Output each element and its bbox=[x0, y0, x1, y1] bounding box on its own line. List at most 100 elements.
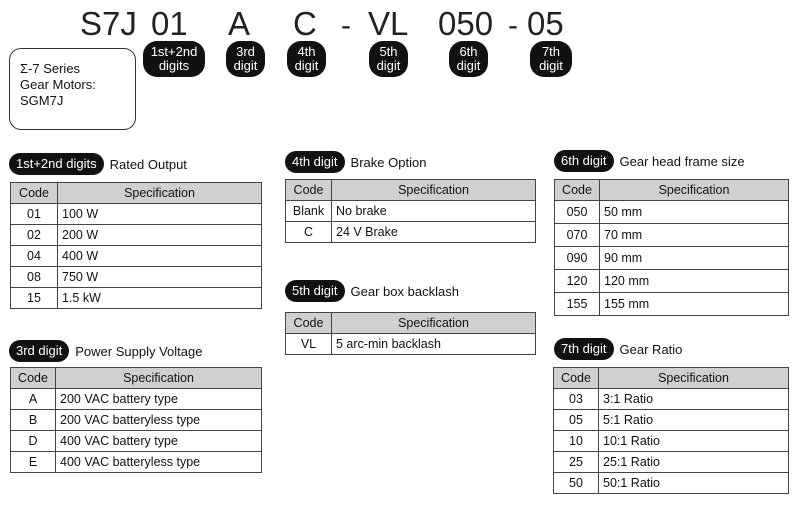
column-header-code: Code bbox=[10, 367, 56, 389]
spec-cell: 400 W bbox=[57, 245, 262, 267]
model-code-frame-size: 050 bbox=[438, 5, 494, 42]
column-header-specification: Specification bbox=[57, 182, 262, 204]
code-cell: 08 bbox=[10, 266, 58, 288]
model-code-power-supply: A bbox=[228, 5, 251, 42]
spec-cell: 90 mm bbox=[599, 246, 789, 270]
spec-cell: 100 W bbox=[57, 203, 262, 225]
spec-cell: 50 mm bbox=[599, 200, 789, 224]
spec-cell: 1.5 kW bbox=[57, 287, 262, 309]
spec-cell: 120 mm bbox=[599, 269, 789, 293]
column-header-specification: Specification bbox=[331, 179, 536, 201]
spec-cell: 200 VAC batteryless type bbox=[55, 409, 262, 431]
code-cell: 090 bbox=[554, 246, 600, 270]
spec-cell: 400 VAC batteryless type bbox=[55, 451, 262, 473]
brake-title: Brake Option bbox=[350, 154, 427, 170]
model-code-backlash: VL bbox=[368, 5, 409, 42]
spec-cell: 155 mm bbox=[599, 292, 789, 316]
model-code-dash: - bbox=[341, 9, 351, 42]
model-code-dash: - bbox=[508, 9, 518, 42]
gear-ratio-title: Gear Ratio bbox=[619, 341, 683, 357]
model-code-gear-ratio: 05 bbox=[527, 5, 564, 42]
column-header-code: Code bbox=[285, 312, 332, 334]
backlash-heading: 5th digit Gear box backlash bbox=[285, 280, 459, 302]
spec-cell: 750 W bbox=[57, 266, 262, 288]
code-cell: 50 bbox=[553, 472, 599, 494]
frame-size-tag: 6th digit bbox=[554, 150, 614, 172]
column-header-specification: Specification bbox=[598, 367, 789, 389]
table-header-row: Code Specification bbox=[10, 367, 262, 389]
code-cell: 03 bbox=[553, 388, 599, 410]
spec-cell: 24 V Brake bbox=[331, 221, 536, 243]
table-header-row: Code Specification bbox=[554, 179, 789, 201]
column-header-specification: Specification bbox=[331, 312, 536, 334]
model-code-brake: C bbox=[293, 5, 317, 42]
series-model: SGM7J bbox=[20, 93, 64, 108]
backlash-tag: 5th digit bbox=[285, 280, 345, 302]
column-header-specification: Specification bbox=[599, 179, 789, 201]
code-cell: E bbox=[10, 451, 56, 473]
code-cell: 02 bbox=[10, 224, 58, 246]
code-cell: 15 bbox=[10, 287, 58, 309]
column-header-code: Code bbox=[10, 182, 58, 204]
code-cell: C bbox=[285, 221, 332, 243]
table-header-row: Code Specification bbox=[285, 179, 536, 201]
brake-heading: 4th digit Brake Option bbox=[285, 151, 426, 173]
frame-size-heading: 6th digit Gear head frame size bbox=[554, 150, 745, 172]
code-cell: 04 bbox=[10, 245, 58, 267]
rated-output-tag: 1st+2nd digits bbox=[9, 153, 104, 175]
power-supply-title: Power Supply Voltage bbox=[75, 343, 203, 359]
column-header-specification: Specification bbox=[55, 367, 262, 389]
spec-cell: 50:1 Ratio bbox=[598, 472, 789, 494]
code-cell: 155 bbox=[554, 292, 600, 316]
brake-tag: 4th digit bbox=[285, 151, 345, 173]
model-code-rated-output: 01 bbox=[151, 5, 188, 42]
backlash-title: Gear box backlash bbox=[350, 283, 459, 299]
frame-size-title: Gear head frame size bbox=[619, 153, 745, 169]
spec-cell: No brake bbox=[331, 200, 536, 222]
rated-output-heading: 1st+2nd digits Rated Output bbox=[9, 153, 187, 175]
code-cell: A bbox=[10, 388, 56, 410]
spec-cell: 200 VAC battery type bbox=[55, 388, 262, 410]
code-cell: 01 bbox=[10, 203, 58, 225]
series-name: Σ-7 Series bbox=[20, 61, 81, 76]
code-cell: D bbox=[10, 430, 56, 452]
code-cell: B bbox=[10, 409, 56, 431]
rated-output-title: Rated Output bbox=[109, 156, 187, 172]
spec-cell: 10:1 Ratio bbox=[598, 430, 789, 452]
table-header-row: Code Specification bbox=[553, 367, 789, 389]
spec-cell: 25:1 Ratio bbox=[598, 451, 789, 473]
power-supply-heading: 3rd digit Power Supply Voltage bbox=[9, 340, 202, 362]
code-cell: 050 bbox=[554, 200, 600, 224]
column-header-code: Code bbox=[285, 179, 332, 201]
spec-cell: 200 W bbox=[57, 224, 262, 246]
code-cell: Blank bbox=[285, 200, 332, 222]
table-header-row: Code Specification bbox=[285, 312, 536, 334]
model-prefix: S7J bbox=[80, 5, 137, 42]
spec-cell: 70 mm bbox=[599, 223, 789, 247]
column-header-code: Code bbox=[553, 367, 599, 389]
